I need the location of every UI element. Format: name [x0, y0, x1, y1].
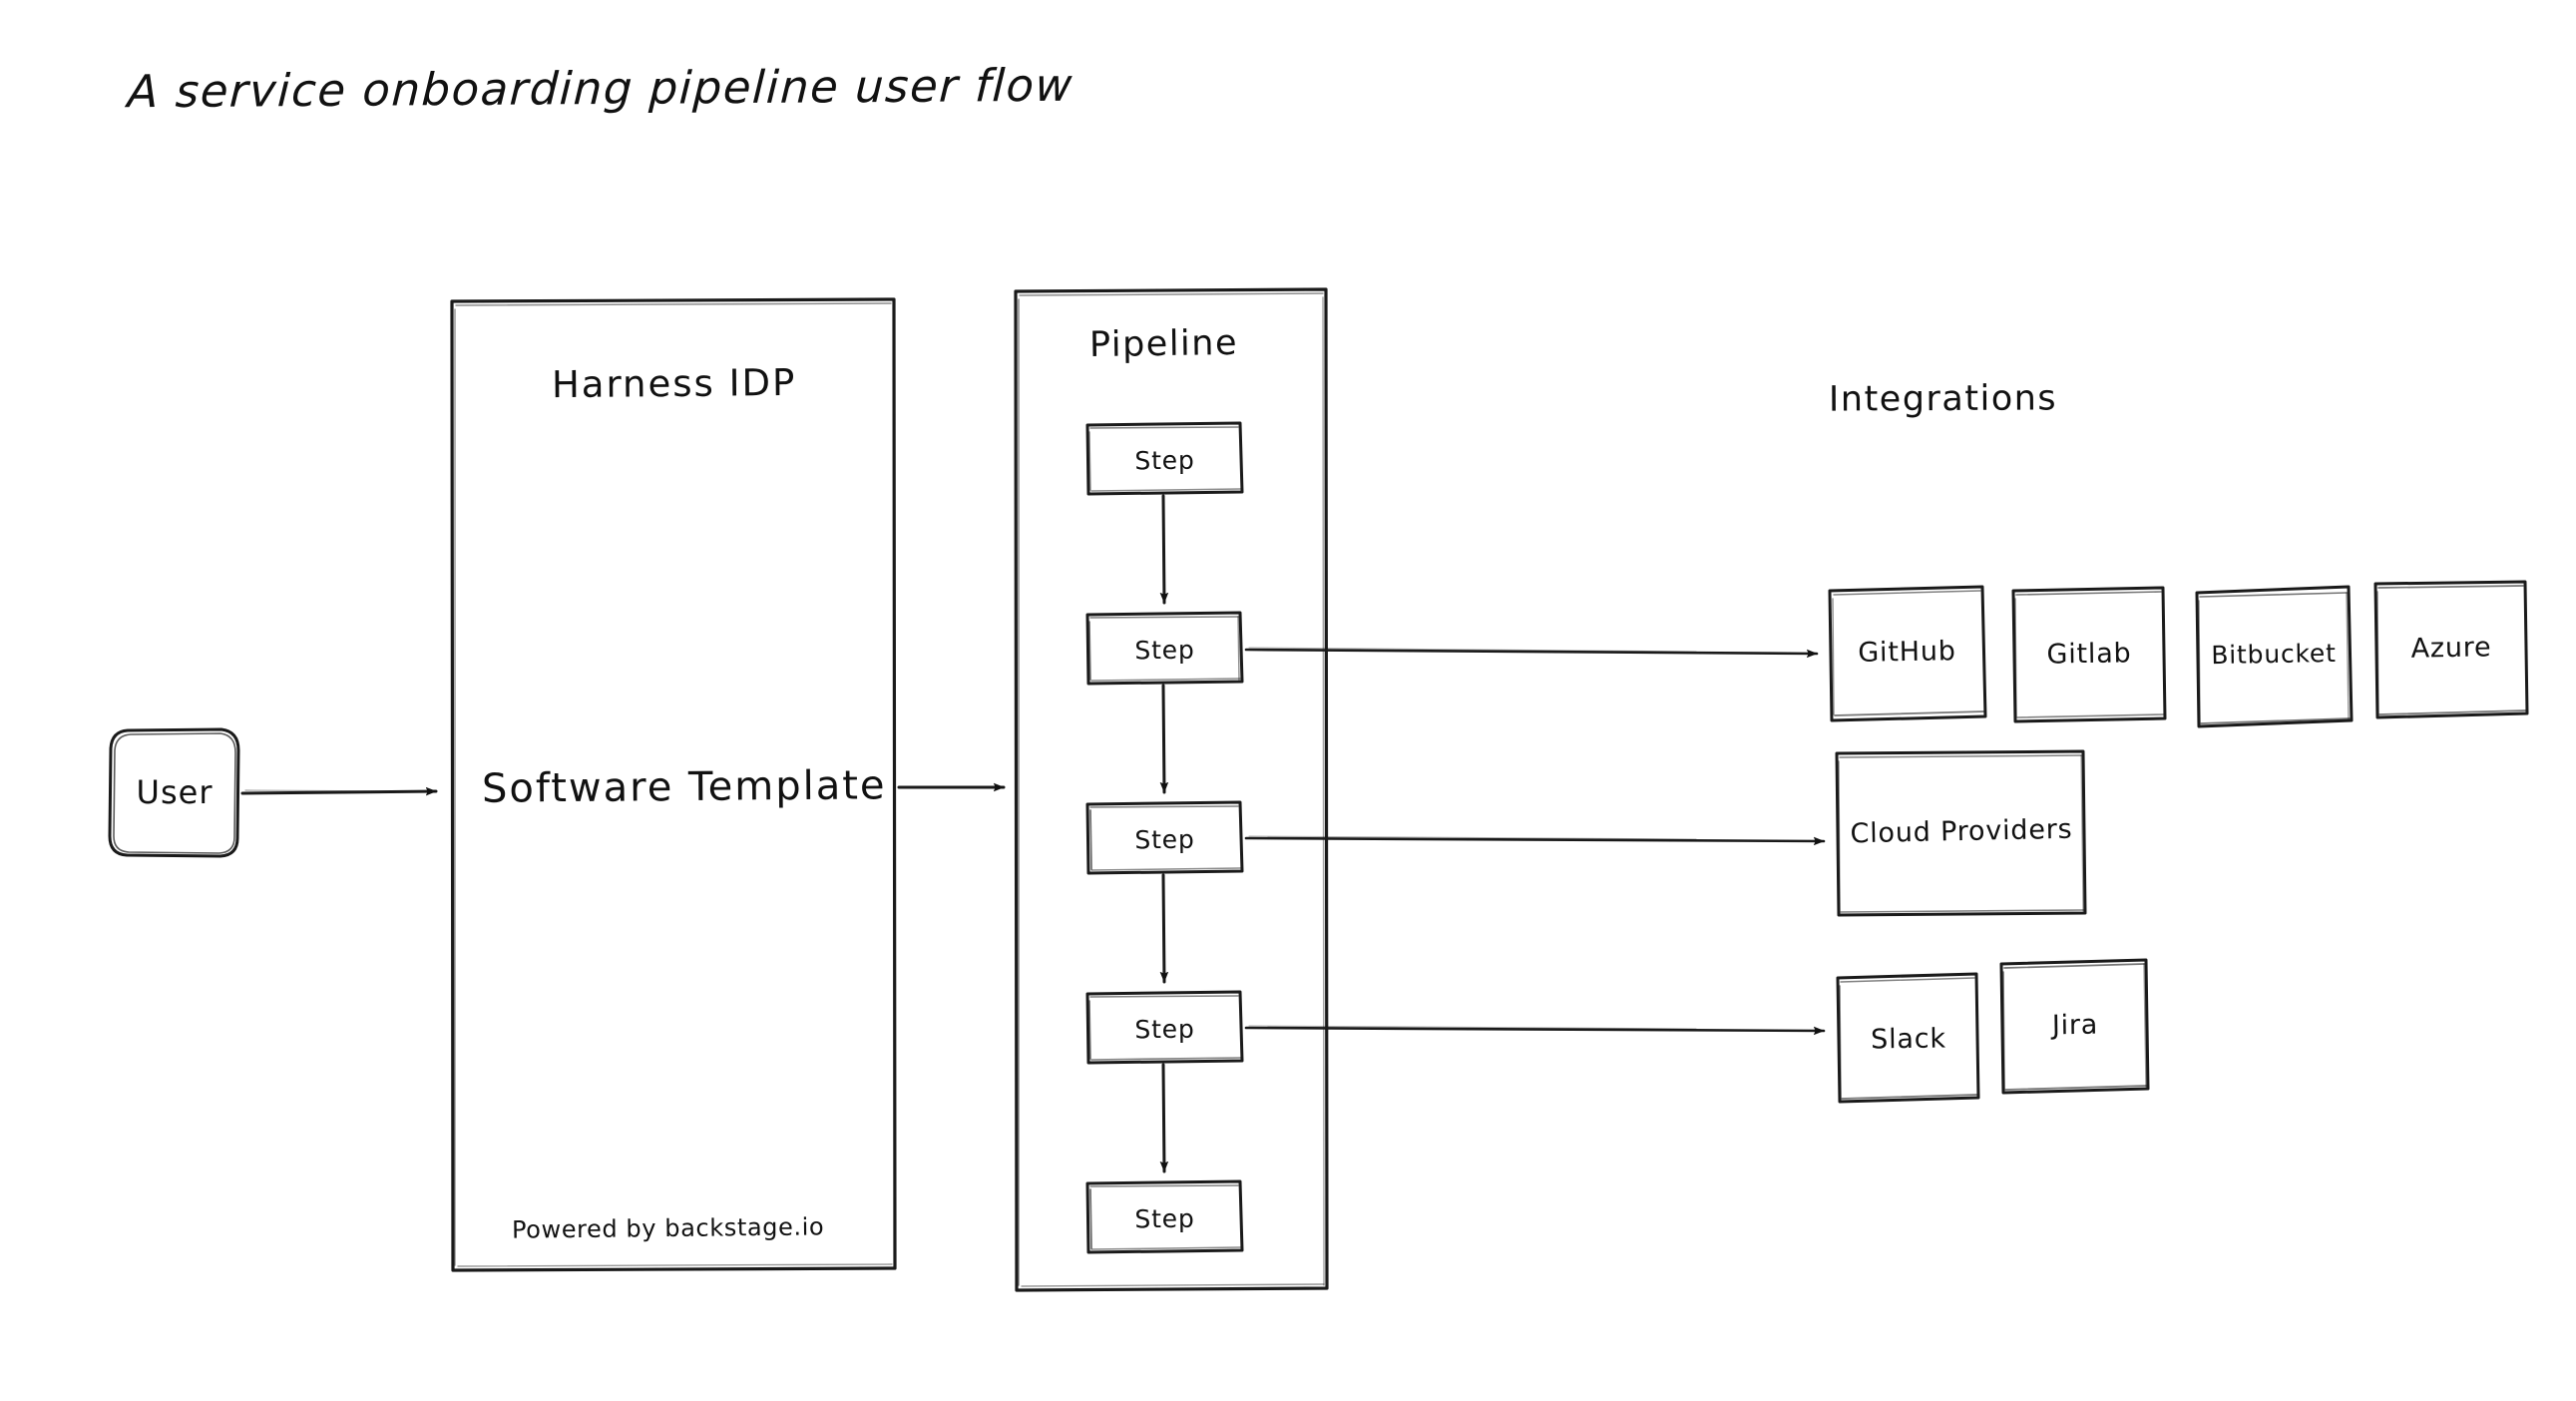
pipeline-step-1[interactable] — [1085, 421, 1244, 496]
connector-step2-to-step3 — [1159, 684, 1169, 794]
pipeline-step-1-label: Step — [1134, 445, 1195, 476]
pipeline-step-3[interactable] — [1085, 800, 1244, 875]
connector-step4-to-comms — [1244, 1025, 1826, 1036]
harness-idp-container[interactable] — [450, 297, 897, 1272]
connector-step3-to-step4 — [1159, 873, 1169, 984]
pipeline-step-3-label: Step — [1134, 824, 1195, 855]
connector-step3-to-cloud — [1244, 835, 1826, 846]
integration-node-gitlab[interactable] — [2011, 586, 2167, 723]
pipeline-step-5[interactable] — [1085, 1179, 1244, 1254]
integration-node-slack-label: Slack — [1870, 1023, 1947, 1056]
pipeline-step-2-label: Step — [1134, 635, 1195, 666]
integration-node-cloud-providers[interactable] — [1835, 749, 2087, 917]
software-template-label: Software Template — [481, 762, 887, 812]
integration-node-github[interactable] — [1828, 585, 1987, 722]
powered-by-label: Powered by backstage.io — [511, 1212, 825, 1244]
page-title: A service onboarding pipeline user flow — [126, 58, 1075, 119]
pipeline-step-2[interactable] — [1085, 611, 1244, 686]
integration-node-bitbucket-label: Bitbucket — [2211, 638, 2337, 671]
user-node-label: User — [136, 773, 214, 811]
integration-node-jira[interactable] — [1999, 958, 2150, 1095]
integration-node-jira-label: Jira — [2051, 1009, 2099, 1042]
integration-node-gitlab-label: Gitlab — [2046, 638, 2132, 671]
pipeline-title: Pipeline — [1088, 322, 1239, 366]
pipeline-step-4-label: Step — [1134, 1014, 1195, 1045]
harness-idp-title: Harness IDP — [551, 360, 797, 407]
pipeline-step-5-label: Step — [1134, 1203, 1195, 1234]
pipeline-step-4[interactable] — [1085, 990, 1244, 1065]
integration-node-azure[interactable] — [2373, 580, 2529, 719]
integration-node-cloud-providers-label: Cloud Providers — [1850, 813, 2073, 850]
user-node[interactable] — [108, 727, 240, 858]
integration-node-github-label: GitHub — [1858, 636, 1956, 669]
integration-node-bitbucket[interactable] — [2195, 585, 2354, 728]
integration-node-azure-label: Azure — [2410, 632, 2492, 665]
connector-step2-to-scm — [1244, 647, 1819, 659]
integration-node-slack[interactable] — [1836, 972, 1980, 1104]
integrations-title: Integrations — [1828, 378, 2058, 420]
connector-step1-to-step2 — [1159, 494, 1169, 605]
connector-user-to-idp — [240, 786, 438, 796]
connector-step4-to-step5 — [1159, 1063, 1169, 1173]
pipeline-container[interactable] — [1014, 287, 1329, 1292]
